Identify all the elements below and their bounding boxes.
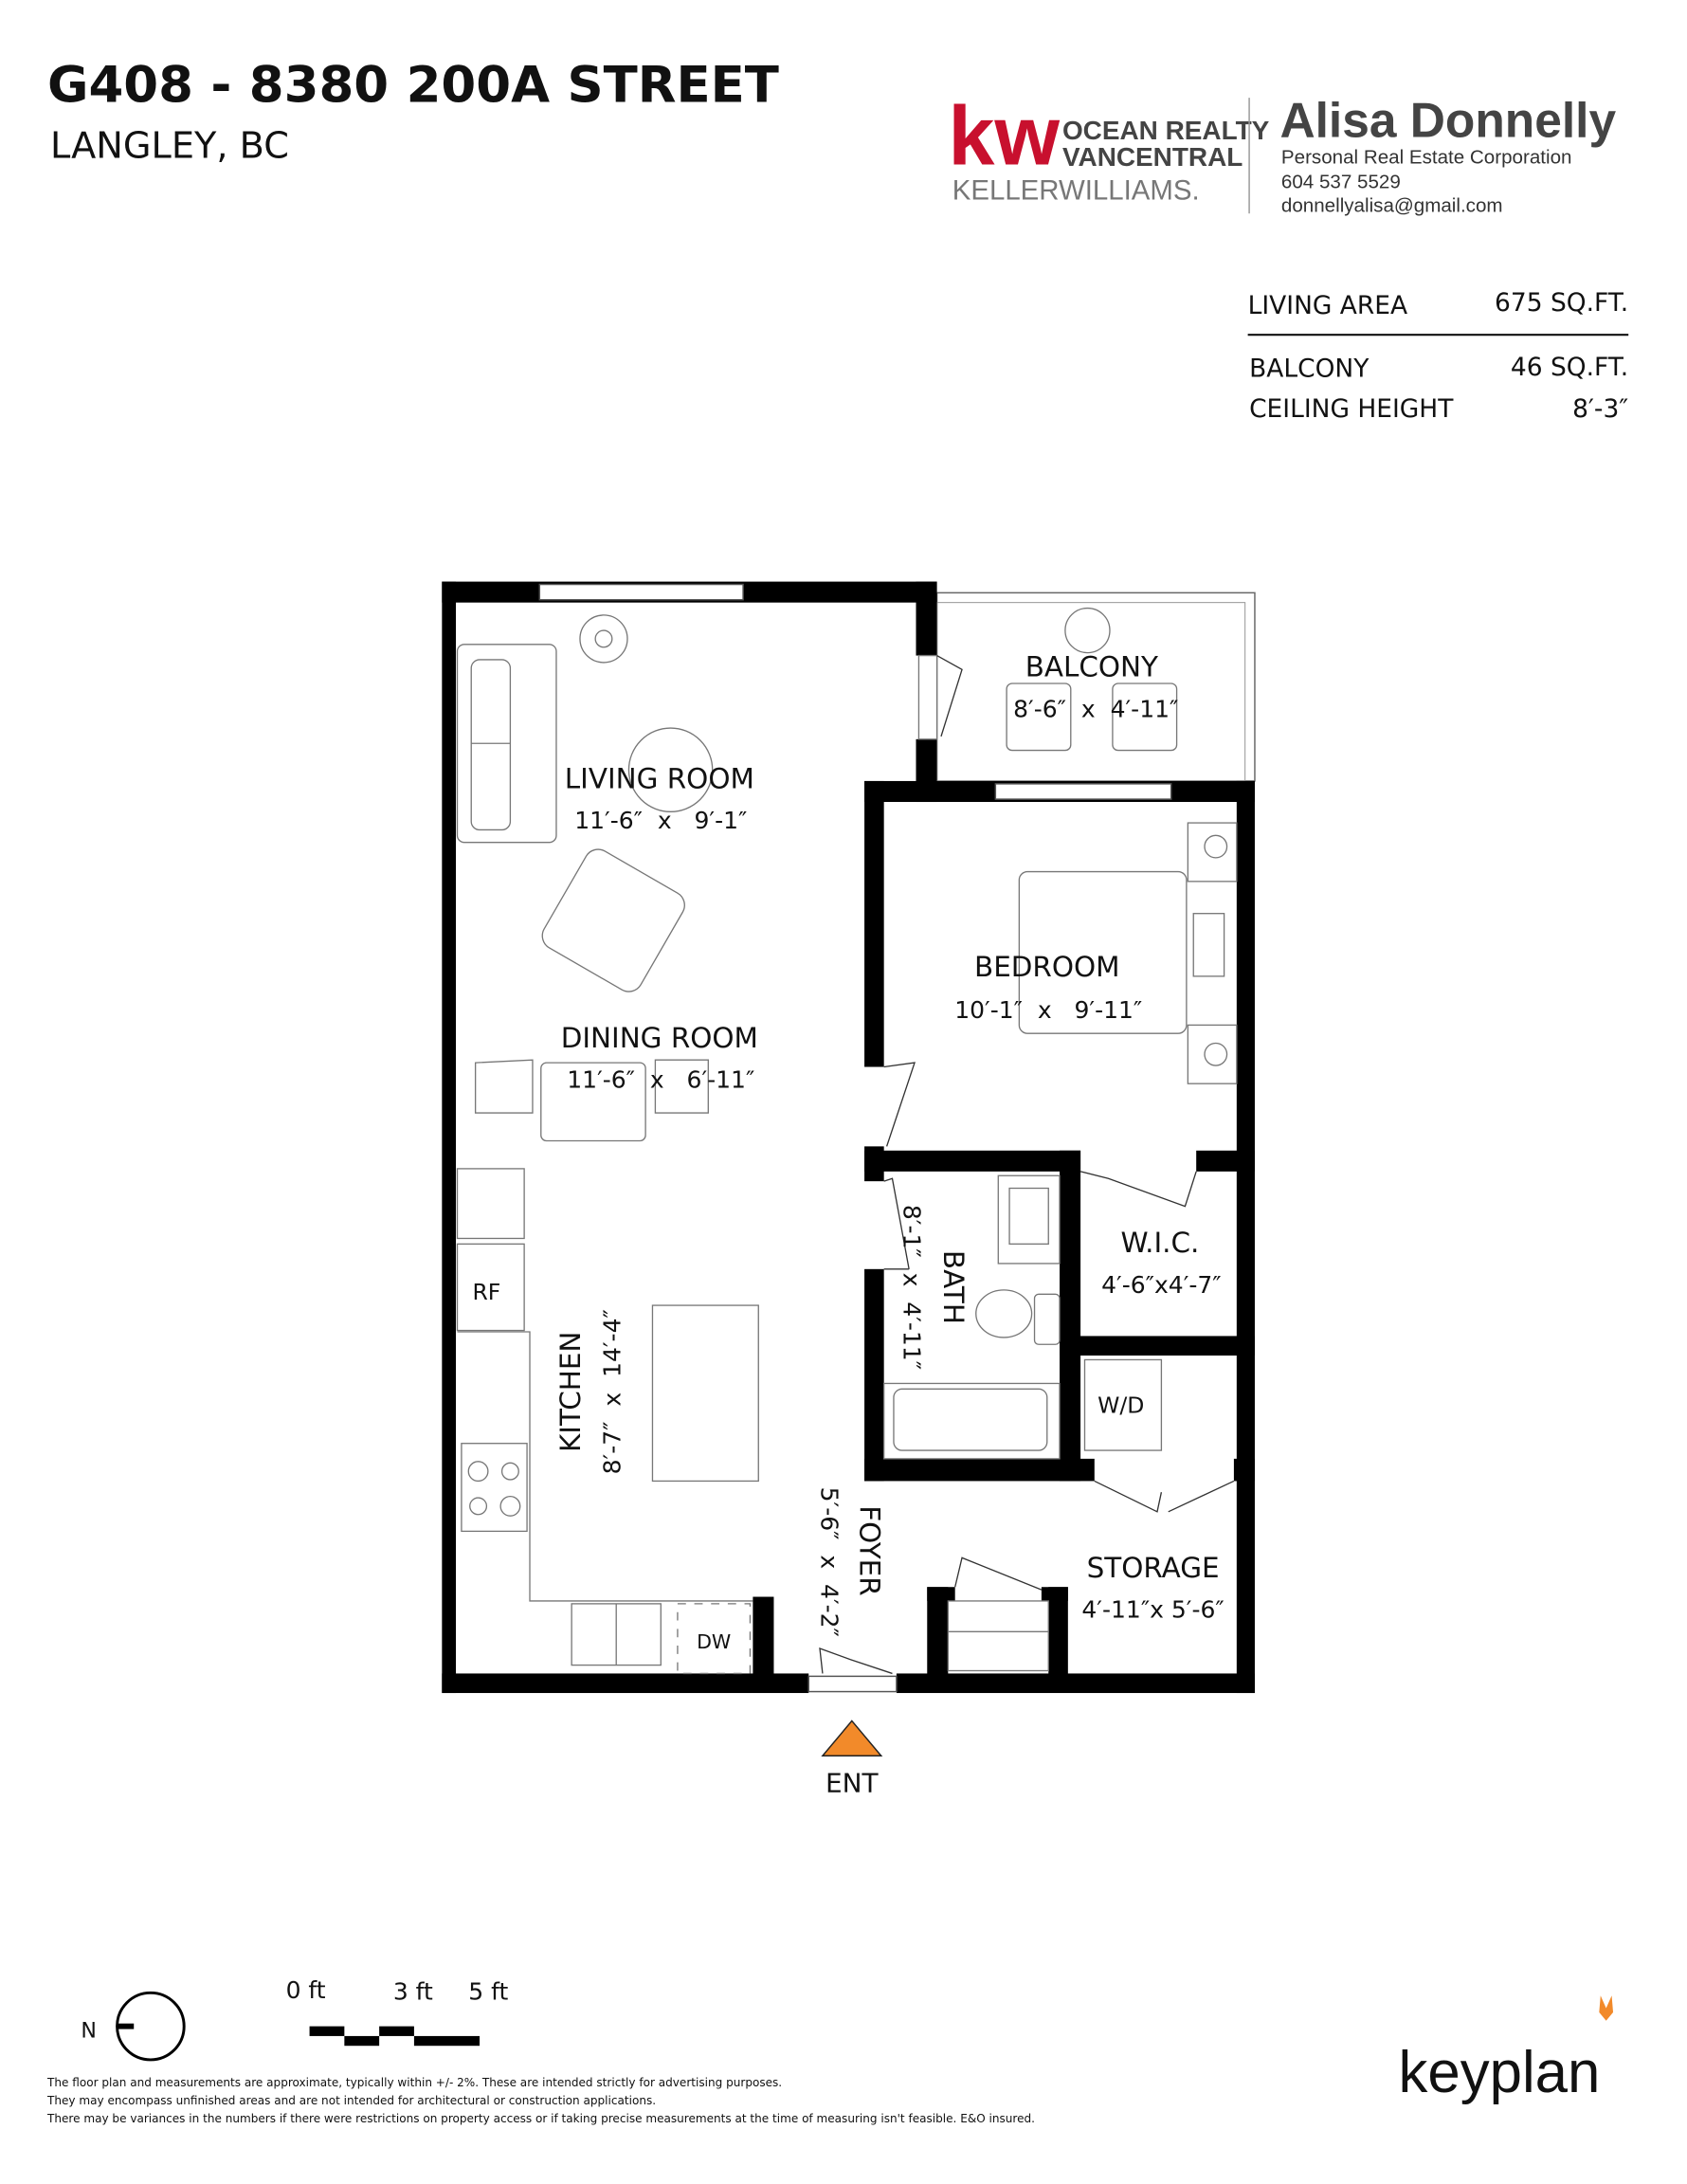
- dining-room-dims: 11′-6″ x 6′-11″: [567, 1066, 754, 1094]
- svg-text:keyplan: keyplan: [1398, 2040, 1600, 2105]
- wd-label: W/D: [1097, 1392, 1144, 1418]
- rf-label: RF: [472, 1279, 500, 1305]
- living-room-name: LIVING ROOM: [565, 762, 754, 794]
- entry-threshold: [807, 1675, 898, 1693]
- disclaimer: The floor plan and measurements are appr…: [46, 2076, 1035, 2125]
- living-room-dims: 11′-6″ x 9′-1″: [574, 807, 747, 834]
- foyer-name: FOYER: [854, 1505, 886, 1595]
- keyplan-logo: keyplan: [1398, 1995, 1614, 2105]
- storage-name: STORAGE: [1087, 1552, 1220, 1584]
- balcony-dims: 8′-6″ x 4′-11″: [1013, 695, 1178, 722]
- walls: [442, 581, 1255, 1694]
- svg-text:0 ft: 0 ft: [286, 1976, 326, 2004]
- svg-text:8′-3″: 8′-3″: [1572, 394, 1628, 424]
- entrance-arrow-icon: [821, 1720, 883, 1756]
- page-title: G408 - 8380 200A STREET: [47, 57, 779, 115]
- svg-text:They may encompass unfinished: They may encompass unfinished areas and …: [46, 2094, 656, 2107]
- bedroom-window: [994, 783, 1172, 800]
- svg-text:CEILING HEIGHT: CEILING HEIGHT: [1249, 394, 1454, 424]
- wic-name: W.I.C.: [1120, 1227, 1199, 1259]
- balcony-name: BALCONY: [1025, 651, 1159, 683]
- doors: [819, 654, 1235, 1675]
- dining-room-name: DINING ROOM: [561, 1022, 758, 1054]
- foyer-dims: 5′-6″ x 4′-2″: [815, 1487, 843, 1637]
- kitchen-dims: 8′-7″ x 14′-4″: [599, 1309, 626, 1474]
- svg-text:46 SQ.FT.: 46 SQ.FT.: [1511, 353, 1628, 382]
- kitchen-name: KITCHEN: [554, 1332, 587, 1452]
- room-labels: BALCONY 8′-6″ x 4′-11″ LIVING ROOM 11′-6…: [472, 651, 1224, 1653]
- wic-dims: 4′-6″x4′-7″: [1101, 1271, 1222, 1299]
- balcony-outline: [935, 592, 1256, 782]
- svg-text:kw: kw: [948, 89, 1060, 183]
- svg-text:3 ft: 3 ft: [393, 1978, 433, 2006]
- storage-dims: 4′-11″x 5′-6″: [1081, 1596, 1224, 1624]
- bath-name: BATH: [937, 1250, 970, 1324]
- page-subtitle: LANGLEY, BC: [50, 125, 289, 167]
- bedroom-dims: 10′-1″ x 9′-11″: [954, 996, 1142, 1024]
- svg-text:OCEAN REALTY: OCEAN REALTY: [1062, 116, 1270, 145]
- agent-name: Alisa Donnelly: [1279, 92, 1616, 147]
- svg-text:The floor plan and measurement: The floor plan and measurements are appr…: [46, 2076, 782, 2089]
- bath-dims: 8′-1″ x 4′-11″: [898, 1205, 925, 1370]
- agent-company: Personal Real Estate Corporation: [1281, 146, 1572, 168]
- bedroom-name: BEDROOM: [974, 951, 1120, 983]
- fox-icon: [1599, 1995, 1614, 2021]
- furniture: [456, 607, 1238, 1675]
- svg-text:VANCENTRAL: VANCENTRAL: [1062, 142, 1243, 172]
- svg-text:N: N: [81, 2019, 97, 2043]
- scale-bar: 0 ft 3 ft 5 ft: [286, 1976, 508, 2047]
- keller-williams-logo: kw OCEAN REALTY VANCENTRAL KELLERWILLIAM…: [948, 89, 1269, 207]
- entrance-label: ENT: [825, 1767, 880, 1798]
- svg-text:5 ft: 5 ft: [468, 1978, 508, 2006]
- dw-label: DW: [697, 1630, 731, 1653]
- agent-email[interactable]: donnellyalisa@gmail.com: [1281, 195, 1503, 217]
- svg-text:KELLERWILLIAMS.: KELLERWILLIAMS.: [952, 175, 1200, 207]
- area-table: LIVING AREA 675 SQ.FT. BALCONY 46 SQ.FT.…: [1247, 288, 1628, 424]
- compass-icon: N: [81, 1991, 186, 2062]
- svg-text:BALCONY: BALCONY: [1249, 354, 1370, 383]
- svg-text:LIVING AREA: LIVING AREA: [1248, 291, 1408, 320]
- svg-text:675 SQ.FT.: 675 SQ.FT.: [1495, 288, 1628, 318]
- svg-text:There may be variances in the: There may be variances in the numbers if…: [46, 2112, 1035, 2125]
- living-window: [538, 583, 744, 601]
- agent-phone[interactable]: 604 537 5529: [1281, 172, 1401, 193]
